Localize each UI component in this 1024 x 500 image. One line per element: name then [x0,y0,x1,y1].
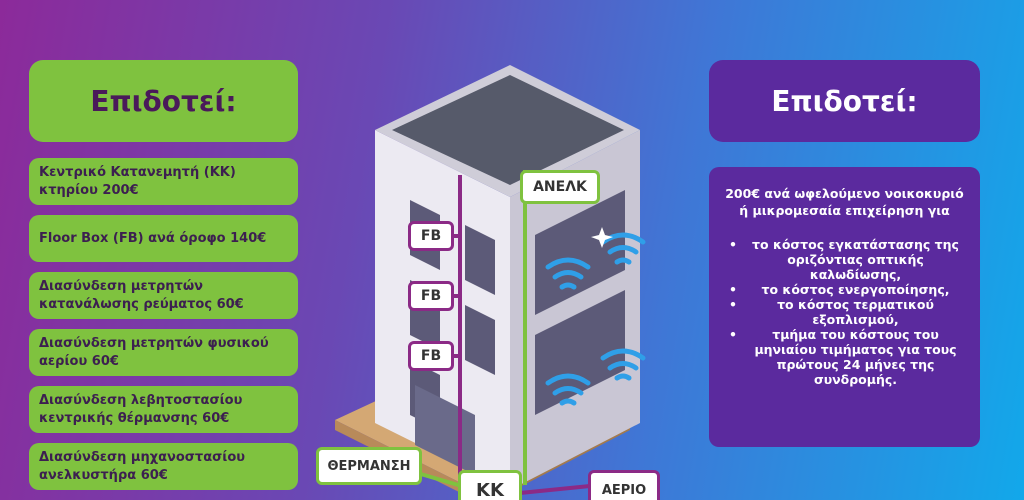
fb-label: FB [408,281,454,311]
window [465,305,495,375]
right-heading: Επιδοτεί: [709,60,980,142]
wifi-icon [600,348,646,381]
kk-label: ΚΚ [458,470,522,500]
gas-cable [519,483,601,495]
wifi-icon [545,373,591,406]
list-item: Διασύνδεση μετρητών κατανάλωσης ρεύματος… [29,272,298,319]
fb-label: FB [408,221,454,251]
window [535,290,625,415]
list-item: το κόστος ενεργοποίησης, [721,282,968,297]
left-subsidy-list: Κεντρικό Κατανεμητή (ΚΚ) κτηρίου 200€ Fl… [29,158,298,500]
gas-label: ΑΕΡΙΟ [588,470,660,500]
list-item: Διασύνδεση μετρητών φυσικού αερίου 60€ [29,329,298,376]
fb-label: FB [408,341,454,371]
list-item: Floor Box (FB) ανά όροφο 140€ [29,215,298,262]
right-subsidy-box: 200€ ανά ωφελούμενο νοικοκυριό ή μικρομε… [709,167,980,447]
wifi-icon [600,232,646,265]
list-item: τμήμα του κόστους του μηνιαίου τιμήματος… [721,327,968,387]
list-item: Διασύνδεση μηχανοστασίου ανελκυστήρα 60€ [29,443,298,490]
left-heading: Επιδοτεί: [29,60,298,142]
sparkle-icon [591,227,613,248]
window [535,190,625,315]
list-item: το κόστος τερματικού εξοπλισμού, [721,297,968,327]
list-item: το κόστος εγκατάστασης της οριζόντιας οπ… [721,237,968,282]
elevator-label: ΑΝΕΛΚ [520,170,600,204]
wifi-icon [545,257,591,290]
building-illustration [335,65,646,500]
list-item: Κεντρικό Κατανεμητή (ΚΚ) κτηρίου 200€ [29,158,298,205]
list-item: Διασύνδεση λεβητοστασίου κεντρικής θέρμα… [29,386,298,433]
window [465,225,495,295]
right-intro: 200€ ανά ωφελούμενο νοικοκυριό ή μικρομε… [725,186,964,218]
right-bullet-list: το κόστος εγκατάστασης της οριζόντιας οπ… [721,237,968,387]
heating-label: ΘΕΡΜΑΝΣΗ [316,447,422,485]
